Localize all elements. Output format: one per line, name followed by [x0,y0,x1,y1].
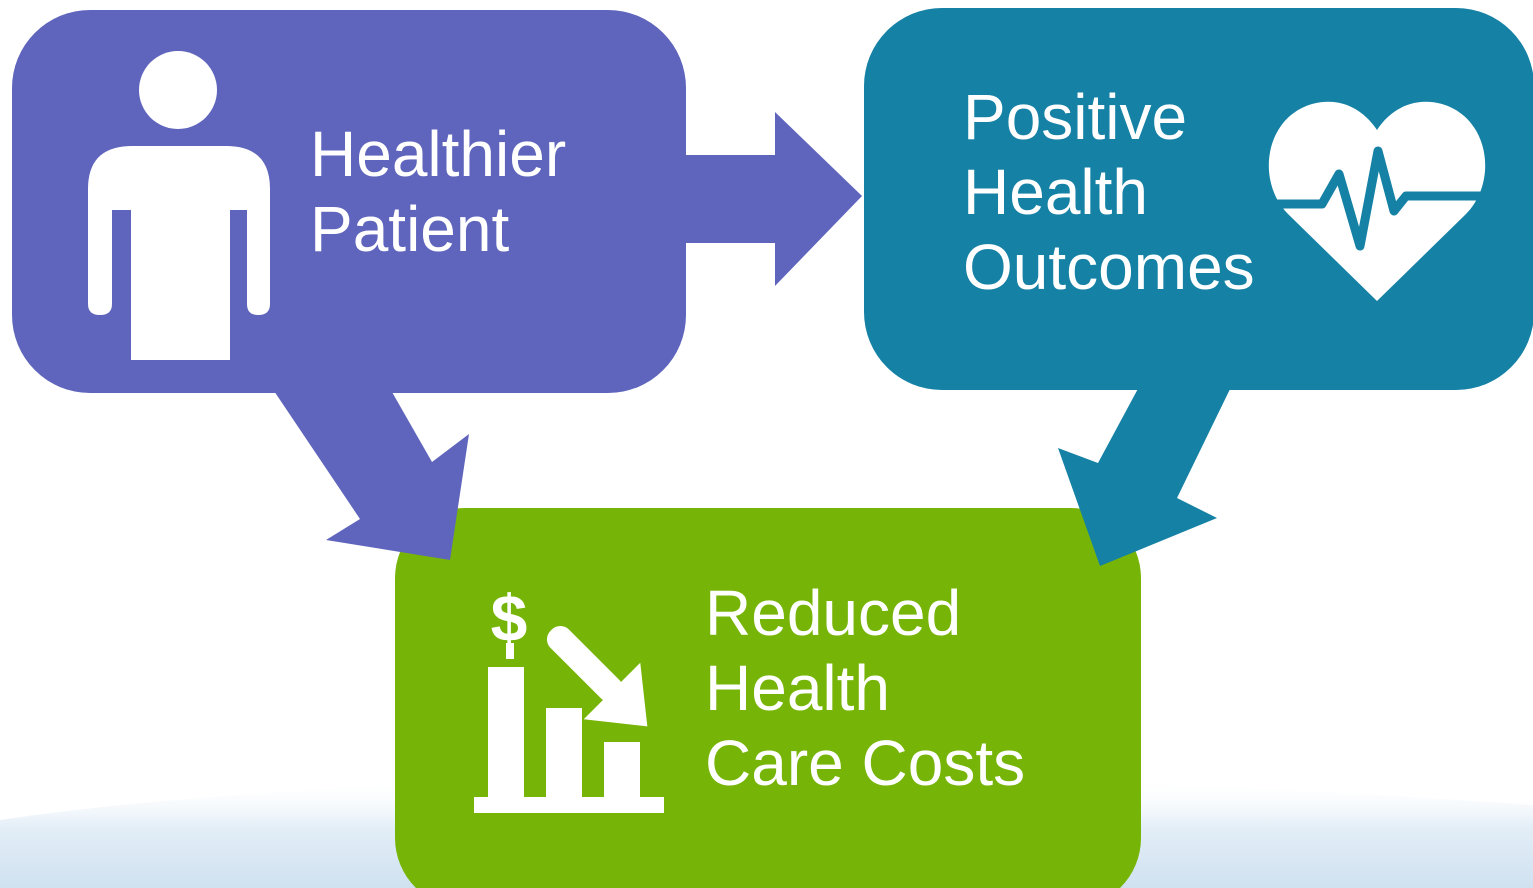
node-label-reduced-health-care-costs: Reduced Health Care Costs [705,576,1025,801]
person-icon [88,51,270,362]
heart-pulse-icon [1268,101,1486,302]
label-line: Positive [963,81,1188,153]
label-line: Care Costs [705,727,1026,799]
arrow-patient-to-outcomes [686,112,862,286]
label-line: Reduced [705,577,962,649]
arrow-patient-to-costs [270,385,469,560]
label-line: Health [963,156,1148,228]
node-label-healthier-patient: Healthier Patient [310,117,566,267]
arrow-outcomes-to-costs [1058,385,1232,566]
dollar-sign: $ [491,581,528,655]
label-line: Outcomes [963,231,1255,303]
cost-down-chart-icon: $ [474,581,664,813]
label-line: Health [705,652,890,724]
label-line: Healthier [310,118,567,190]
label-line: Patient [310,193,510,265]
node-label-positive-health-outcomes: Positive Health Outcomes [963,80,1255,305]
